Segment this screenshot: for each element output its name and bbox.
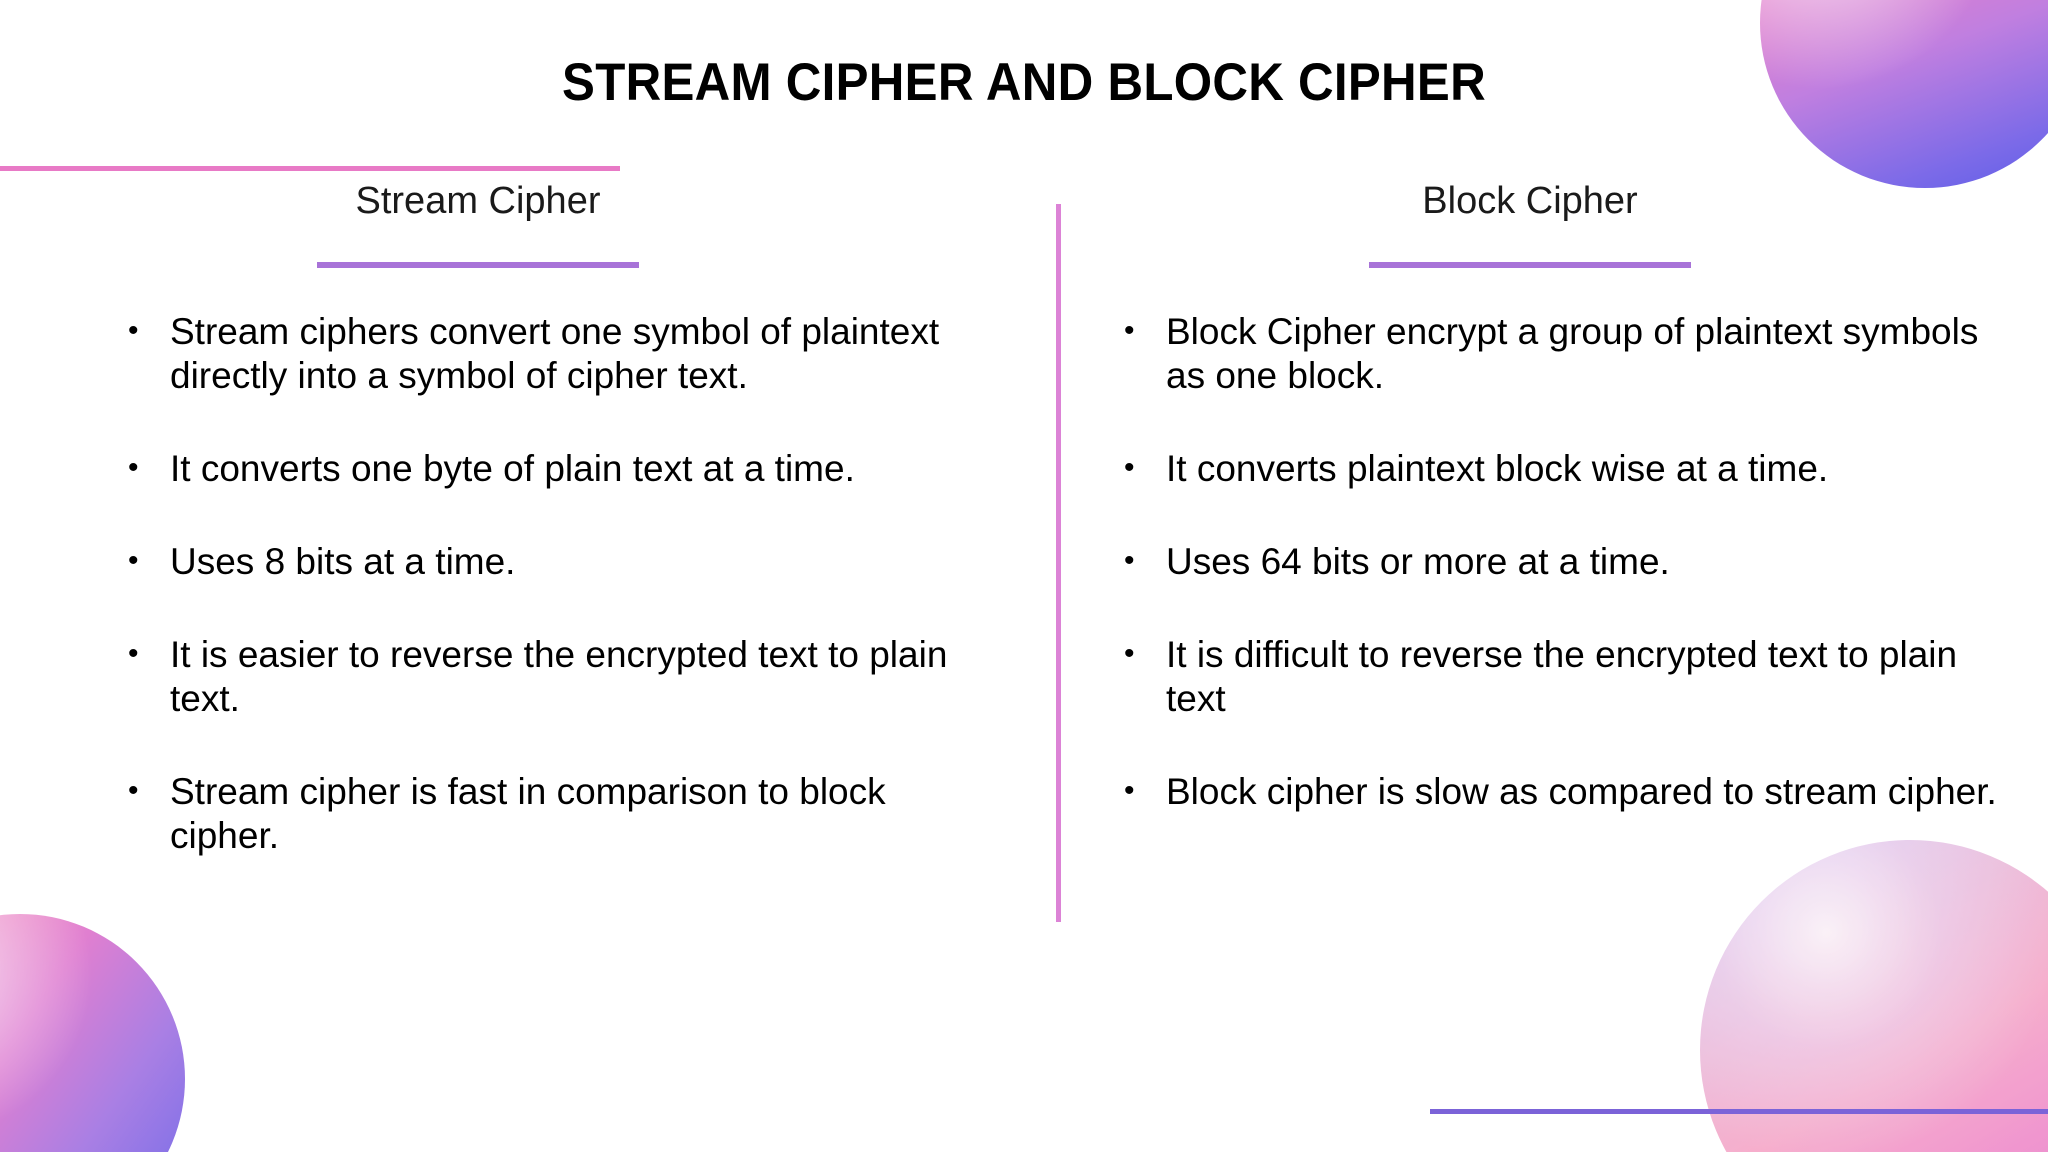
list-item: • Block cipher is slow as compared to st… bbox=[1124, 770, 2010, 814]
bullet-point-icon: • bbox=[1124, 773, 1135, 807]
bullet-list-block: • Block Cipher encrypt a group of plaint… bbox=[1124, 310, 2010, 814]
list-item: • Stream cipher is fast in comparison to… bbox=[128, 770, 990, 858]
list-item: • It is easier to reverse the encrypted … bbox=[128, 633, 990, 721]
list-item: • It converts plaintext block wise at a … bbox=[1124, 447, 2010, 491]
list-item: • It converts one byte of plain text at … bbox=[128, 447, 990, 491]
bullet-point-icon: • bbox=[128, 543, 139, 577]
column-header-block: Block Cipher bbox=[1422, 180, 1638, 222]
list-item-text: It converts plaintext block wise at a ti… bbox=[1166, 447, 1829, 489]
list-item: • Uses 8 bits at a time. bbox=[128, 540, 990, 584]
list-item-text: It is difficult to reverse the encrypted… bbox=[1166, 633, 1958, 719]
column-header-underline-block bbox=[1369, 261, 1691, 268]
list-item-text: Uses 8 bits at a time. bbox=[170, 540, 516, 582]
slide-title: STREAM CIPHER AND BLOCK CIPHER bbox=[562, 53, 1486, 112]
list-item-text: Block Cipher encrypt a group of plaintex… bbox=[1166, 310, 1979, 396]
bullet-point-icon: • bbox=[128, 636, 139, 670]
list-item-text: Uses 64 bits or more at a time. bbox=[1166, 540, 1670, 582]
bullet-point-icon: • bbox=[1124, 543, 1135, 577]
column-divider bbox=[1056, 204, 1061, 922]
bullet-point-icon: • bbox=[1124, 313, 1135, 347]
list-item: • It is difficult to reverse the encrypt… bbox=[1124, 633, 2010, 721]
bullet-list-stream: • Stream ciphers convert one symbol of p… bbox=[128, 310, 990, 858]
gradient-circle-bottom-left-icon bbox=[0, 914, 185, 1152]
bullet-point-icon: • bbox=[128, 313, 139, 347]
column-header-stream: Stream Cipher bbox=[355, 180, 601, 222]
list-item-text: It converts one byte of plain text at a … bbox=[170, 447, 855, 489]
list-item: • Uses 64 bits or more at a time. bbox=[1124, 540, 2010, 584]
list-item-text: Stream cipher is fast in comparison to b… bbox=[170, 770, 886, 856]
column-header-underline-stream bbox=[317, 261, 639, 268]
column-stream-cipher: Stream Cipher • Stream ciphers convert o… bbox=[0, 178, 1024, 907]
bullet-point-icon: • bbox=[128, 450, 139, 484]
list-item-text: Stream ciphers convert one symbol of pla… bbox=[170, 310, 940, 396]
bullet-point-icon: • bbox=[1124, 450, 1135, 484]
comparison-columns: Stream Cipher • Stream ciphers convert o… bbox=[0, 178, 2048, 907]
list-item: • Block Cipher encrypt a group of plaint… bbox=[1124, 310, 2010, 398]
list-item-text: Block cipher is slow as compared to stre… bbox=[1166, 770, 1997, 812]
column-header-wrap-block: Block Cipher bbox=[1024, 178, 2048, 268]
list-item: • Stream ciphers convert one symbol of p… bbox=[128, 310, 990, 398]
accent-rule-top-left bbox=[0, 166, 620, 171]
column-header-wrap-stream: Stream Cipher bbox=[0, 178, 1024, 268]
list-item-text: It is easier to reverse the encrypted te… bbox=[170, 633, 948, 719]
column-block-cipher: Block Cipher • Block Cipher encrypt a gr… bbox=[1024, 178, 2048, 907]
accent-rule-bottom-right bbox=[1430, 1109, 2048, 1114]
bullet-point-icon: • bbox=[128, 773, 139, 807]
bullet-point-icon: • bbox=[1124, 636, 1135, 670]
